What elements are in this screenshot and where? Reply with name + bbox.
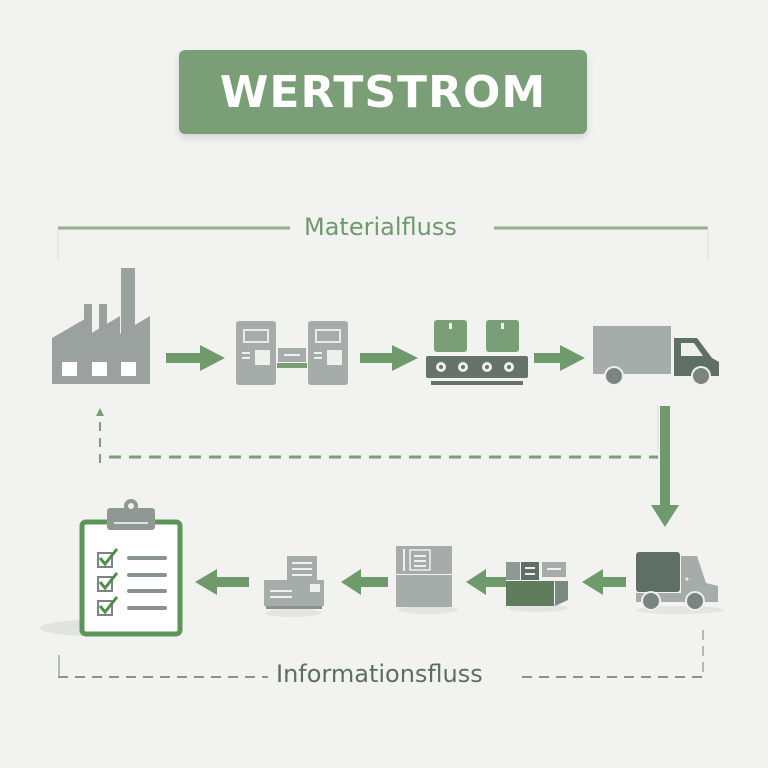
machines-icon bbox=[236, 321, 348, 385]
printer-icon bbox=[264, 556, 324, 617]
storage-cabinet-icon bbox=[396, 546, 458, 614]
arrow-down-icon bbox=[651, 406, 679, 527]
arrow-left-icon bbox=[466, 569, 506, 595]
delivery-truck-icon bbox=[593, 326, 719, 386]
page-title: WERTSTROM bbox=[219, 66, 547, 118]
feedback-loop-dashed-arrow bbox=[96, 408, 658, 463]
conveyor-belt-icon bbox=[426, 320, 528, 385]
title-banner: WERTSTROM bbox=[179, 50, 587, 134]
factory-icon bbox=[52, 268, 150, 384]
arrow-right-icon bbox=[534, 345, 585, 371]
information-flow-label: Informationsfluss bbox=[268, 660, 491, 688]
arrow-left-icon bbox=[341, 569, 388, 595]
arrow-left-icon bbox=[582, 569, 626, 595]
arrow-right-icon bbox=[166, 345, 225, 371]
material-flow-label: Materialfluss bbox=[296, 213, 465, 241]
material-flow-frame bbox=[57, 226, 709, 260]
delivery-truck-icon bbox=[636, 552, 724, 614]
checklist-clipboard-icon bbox=[40, 499, 183, 637]
arrow-right-icon bbox=[360, 345, 418, 371]
information-flow-frame bbox=[58, 630, 704, 678]
arrow-left-icon bbox=[195, 569, 249, 595]
packages-icon bbox=[506, 562, 568, 612]
